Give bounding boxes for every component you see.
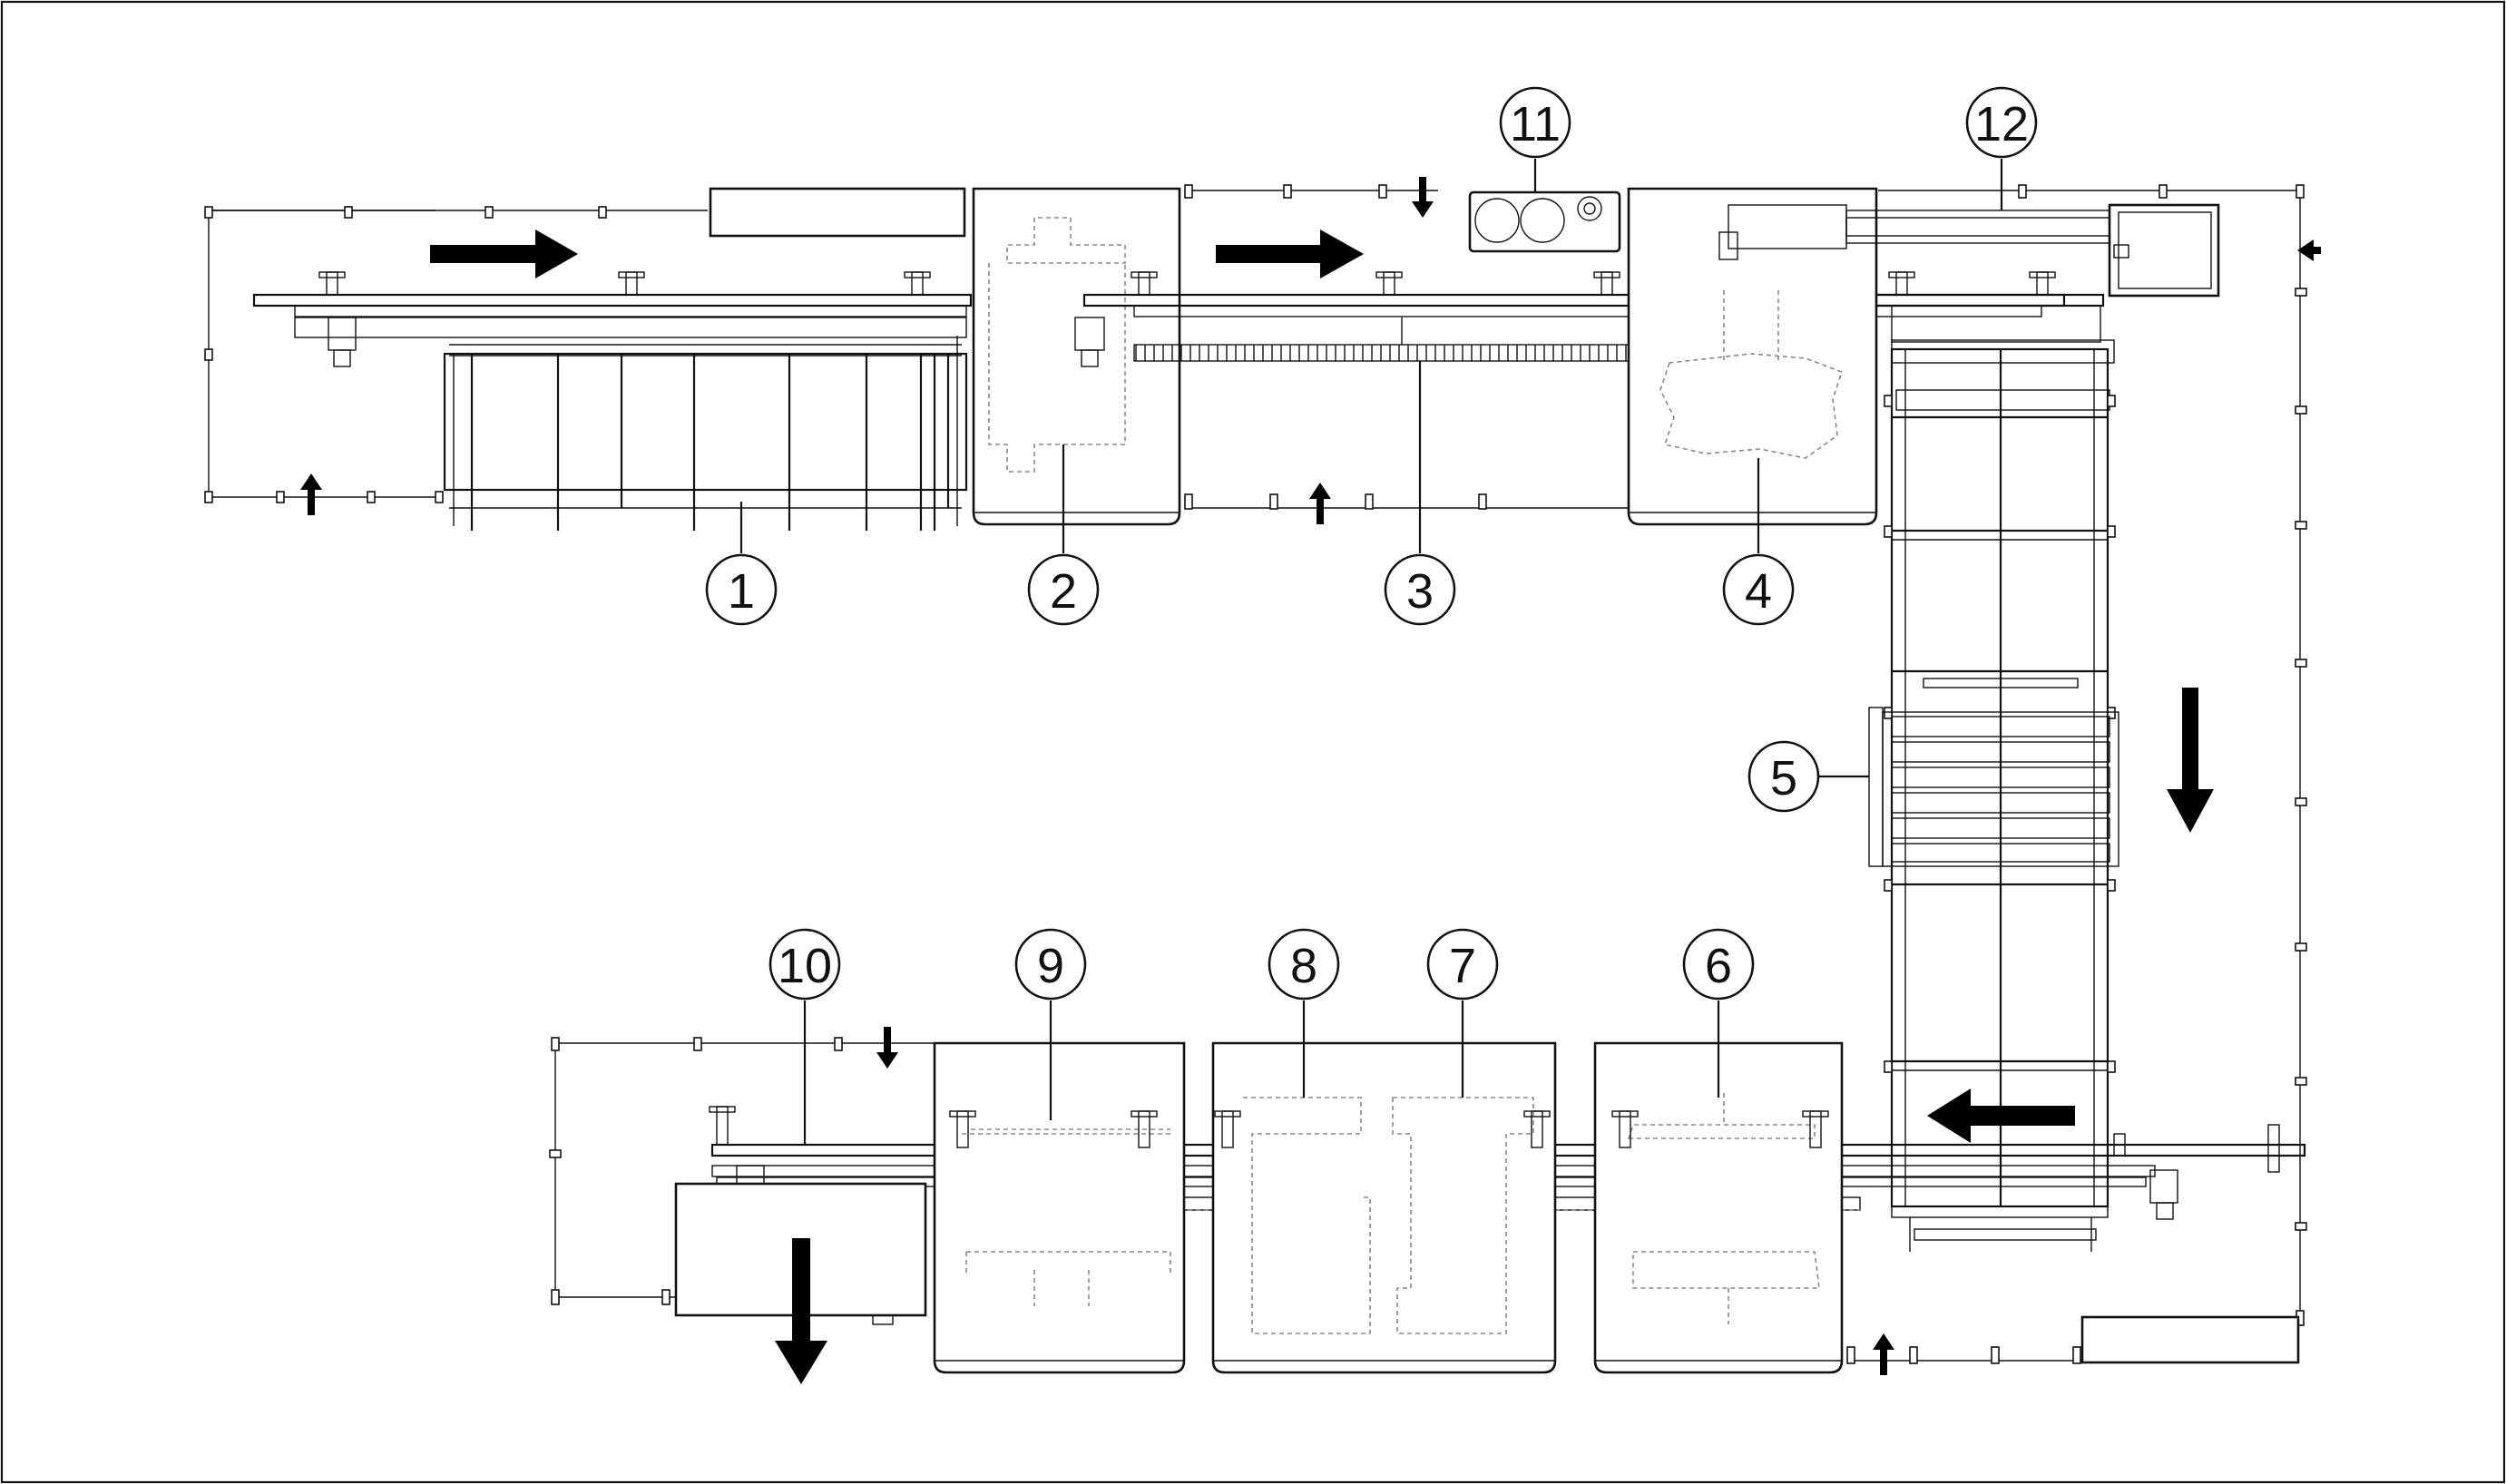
callout-10: 10: [768, 928, 841, 1145]
callout-1-label: 1: [728, 564, 755, 619]
callout-5: 5: [1747, 740, 1869, 813]
callout-8-label: 8: [1290, 939, 1317, 993]
callout-6: 6: [1682, 928, 1755, 1098]
fence-bottom-right: [1846, 1315, 2300, 1364]
callout-12-label: 12: [1974, 97, 2029, 151]
flow-arrows: [300, 177, 2321, 1384]
small-arrow-up-1: [300, 474, 322, 515]
callout-2: 2: [1027, 444, 1100, 626]
callout-4: 4: [1722, 458, 1795, 626]
callout-10-label: 10: [778, 939, 832, 993]
arrow-down-10: [775, 1238, 827, 1384]
callout-9-label: 9: [1037, 939, 1064, 993]
callout-3: 3: [1384, 361, 1456, 626]
small-arrow-up-3: [1309, 483, 1331, 524]
small-arrow-left-12: [2297, 239, 2321, 261]
callout-7-label: 7: [1449, 939, 1476, 993]
gantry-rail-1: [252, 271, 973, 367]
station-8-7-enclosure: [1211, 1041, 1557, 1374]
callout-12: 12: [1965, 86, 2038, 210]
arrow-right-2: [1216, 229, 1364, 278]
fence-area-3: [1184, 184, 1629, 510]
callout-4-label: 4: [1745, 564, 1772, 619]
callout-8: 8: [1268, 928, 1340, 1098]
fence-area-1: [204, 206, 708, 503]
station-9-enclosure: [933, 1041, 1186, 1374]
callout-1: 1: [705, 502, 778, 626]
gantry-12: [1718, 184, 2305, 1324]
conveyor-3: [1074, 271, 2066, 367]
station-6-enclosure: [1593, 1041, 1844, 1374]
arrow-left-bottom: [1927, 1089, 2075, 1143]
callout-11: 11: [1499, 86, 1571, 192]
fence-right: [2295, 288, 2307, 1326]
callout-2-label: 2: [1050, 564, 1077, 619]
equipment-11: [1468, 190, 1621, 253]
small-arrow-up-br: [1873, 1333, 1894, 1375]
callout-3-label: 3: [1406, 564, 1434, 619]
callout-11-label: 11: [1510, 97, 1561, 151]
callout-5-label: 5: [1770, 751, 1797, 805]
station-4-enclosure: [1627, 187, 1878, 526]
rack-frame-1: [443, 336, 968, 531]
arrow-right-1: [430, 229, 578, 278]
callout-6-label: 6: [1705, 939, 1732, 993]
callout-7: 7: [1426, 928, 1499, 1098]
arrow-down-5: [2167, 688, 2214, 833]
fence-area-10: [549, 1037, 935, 1325]
small-arrow-down-10: [876, 1027, 898, 1069]
vertical-conveyor-5: [1868, 271, 2119, 1252]
station-2-enclosure: [972, 187, 1181, 526]
callout-9: 9: [1014, 928, 1087, 1120]
small-arrow-down-3: [1412, 177, 1434, 218]
control-cabinet-top: [709, 187, 966, 238]
